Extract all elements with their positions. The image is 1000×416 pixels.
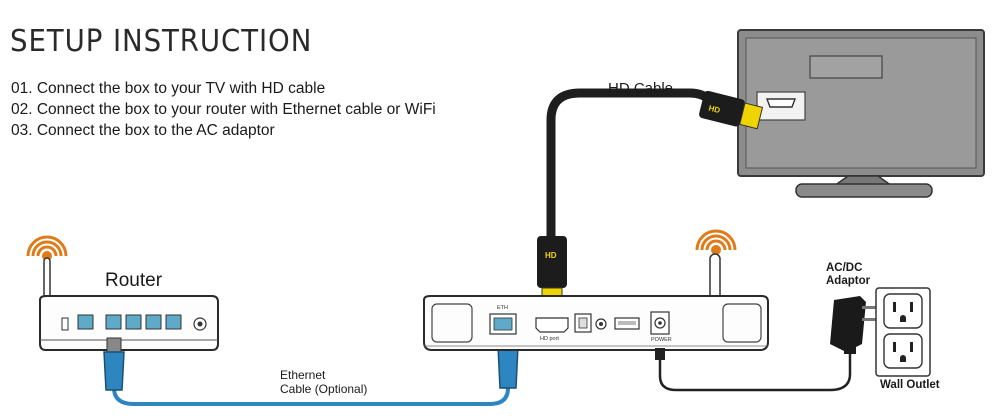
step-2: 02. Connect the box to your router with … [11, 101, 436, 118]
page-title: SETUP INSTRUCTION [10, 24, 313, 59]
step-3: 03. Connect the box to the AC adaptor [11, 122, 275, 139]
hd-cable-label: HD Cable [608, 80, 674, 97]
acdc-label-line1: AC/DC [826, 262, 863, 274]
eth-port-label: ETH [497, 305, 508, 311]
box-wifi-icon [695, 229, 737, 255]
step-1: 01. Connect the box to your TV with HD c… [11, 80, 326, 97]
wall-outlet [875, 287, 931, 377]
ethernet-label-line2: Cable (Optional) [280, 382, 368, 396]
ac-adaptor [830, 296, 878, 354]
set-top-box [423, 229, 769, 351]
tv [737, 29, 985, 198]
router [26, 235, 219, 351]
ethernet-label-line1: Ethernet [280, 368, 326, 382]
hd-cable: HD HD [537, 88, 764, 305]
ethernet-cable-label: Ethernet Cable (Optional) [280, 368, 367, 396]
power-cable [655, 348, 852, 392]
router-label: Router [105, 270, 163, 291]
tv-plug-label: HD [708, 104, 722, 116]
acdc-adaptor-label: AC/DC Adaptor [826, 262, 870, 288]
acdc-label-line2: Adaptor [826, 275, 871, 287]
hd-port-label: HD port [540, 336, 559, 342]
power-port-label: POWER [651, 337, 672, 343]
instruction-steps: 01. Connect the box to your TV with HD c… [11, 78, 436, 141]
box-plug-label: HD [545, 251, 557, 260]
wall-outlet-label: Wall Outlet [880, 379, 940, 391]
